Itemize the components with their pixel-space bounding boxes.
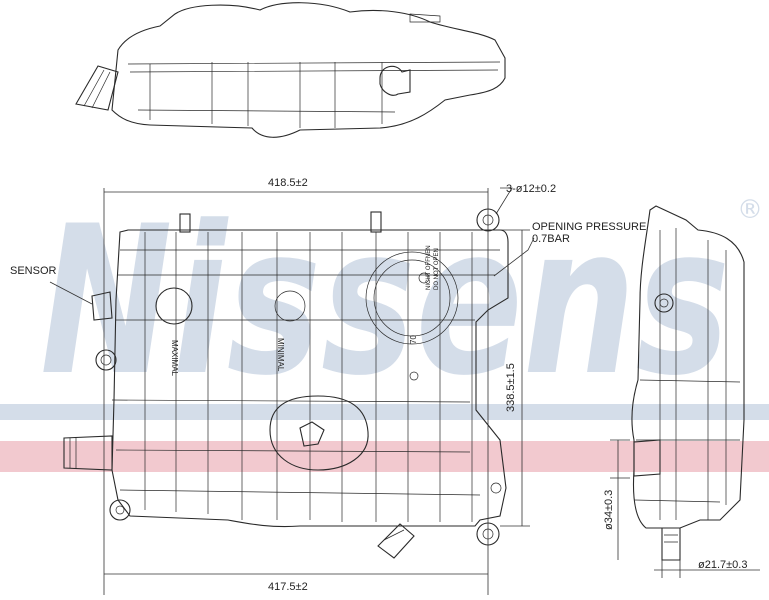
cap-text-2: DO NOT OPEN [434, 248, 440, 290]
side-view [631, 205, 745, 561]
label-opening-pressure: OPENING PRESSURE [532, 221, 646, 233]
label-sensor: SENSOR [10, 265, 57, 277]
cap-text-1: NICHT OFFNEN [426, 245, 432, 290]
embossed-left: MAXIMAL [170, 340, 179, 377]
watermark: Nissens ® [0, 183, 769, 472]
dim-height: 338.5±1.5 [505, 363, 517, 412]
dim-bottom-width: 417.5±2 [268, 581, 308, 593]
watermark-registered: ® [737, 195, 763, 225]
dimensions [49, 187, 760, 595]
front-view [63, 208, 509, 559]
dim-nipple-diameter: ø21.7±0.3 [698, 559, 747, 571]
label-pressure-value: 0.7BAR [532, 233, 570, 245]
watermark-stripe-blue [0, 404, 769, 420]
embossed-right: MINIMAL [276, 338, 285, 372]
watermark-brand: Nissens [40, 183, 730, 421]
dim-outlet-diameter: ø34±0.3 [603, 490, 615, 530]
cap-number: 70 [409, 335, 418, 344]
dim-top-width: 418.5±2 [268, 177, 308, 189]
watermark-stripe-red [0, 441, 769, 472]
top-view [75, 2, 506, 138]
dim-holes: 3-ø12±0.2 [506, 183, 556, 195]
